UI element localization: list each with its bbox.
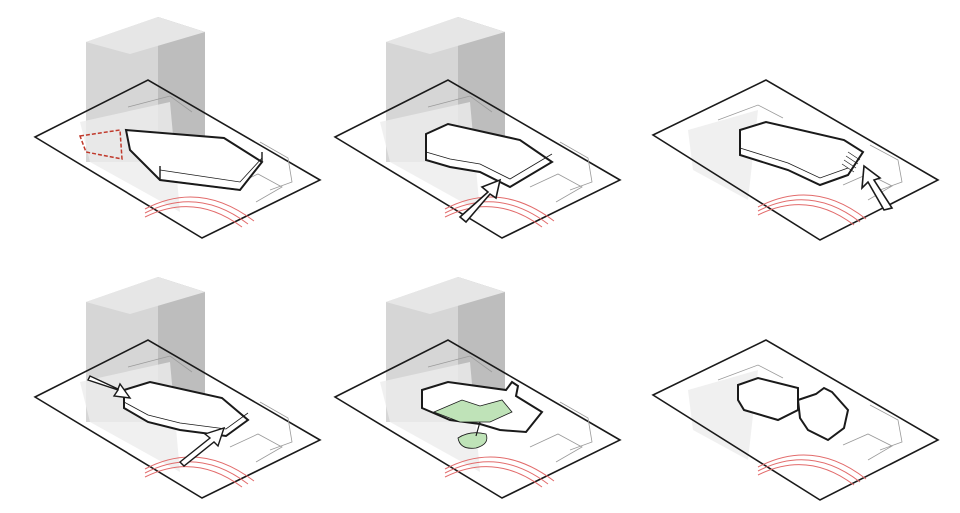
building-mass [425, 122, 554, 189]
site-outline [33, 79, 322, 239]
running-track [444, 196, 555, 228]
site-outline [333, 79, 622, 239]
corner-arrow-right [178, 426, 226, 467]
entry-arrow [458, 178, 502, 224]
context-buildings [427, 95, 593, 203]
site-outline [651, 339, 940, 501]
building-volume-east [796, 386, 850, 442]
corner-arrow-left [87, 375, 132, 399]
constraint-zone [78, 129, 123, 160]
site-ground-shadow [80, 102, 180, 212]
building-mass [123, 380, 250, 438]
panel-5-green-courtyard [330, 272, 630, 512]
context-buildings [127, 355, 293, 463]
running-track [757, 194, 867, 226]
green-garden-patch [457, 432, 488, 449]
panel-3-side-entry [648, 70, 948, 250]
panel-1-site-constraint [30, 12, 330, 252]
building-volume-west [737, 376, 799, 422]
entry-arrow [861, 164, 894, 211]
running-track [144, 196, 255, 228]
green-courtyard [432, 399, 513, 423]
running-track [444, 456, 555, 488]
building-mass [739, 120, 865, 187]
site-outline [333, 339, 622, 499]
panel-2-entry-carve [330, 12, 630, 252]
building-mass [124, 128, 264, 192]
stair-hatch [841, 151, 861, 173]
site-outline [33, 339, 322, 499]
running-track [757, 454, 867, 486]
panel-4-corner-push [30, 272, 330, 512]
green-link [475, 421, 481, 437]
running-track [144, 456, 255, 488]
context-buildings [717, 364, 903, 461]
site-outline [651, 79, 940, 241]
context-buildings [427, 355, 593, 463]
panel-6-split-volumes [648, 330, 948, 510]
